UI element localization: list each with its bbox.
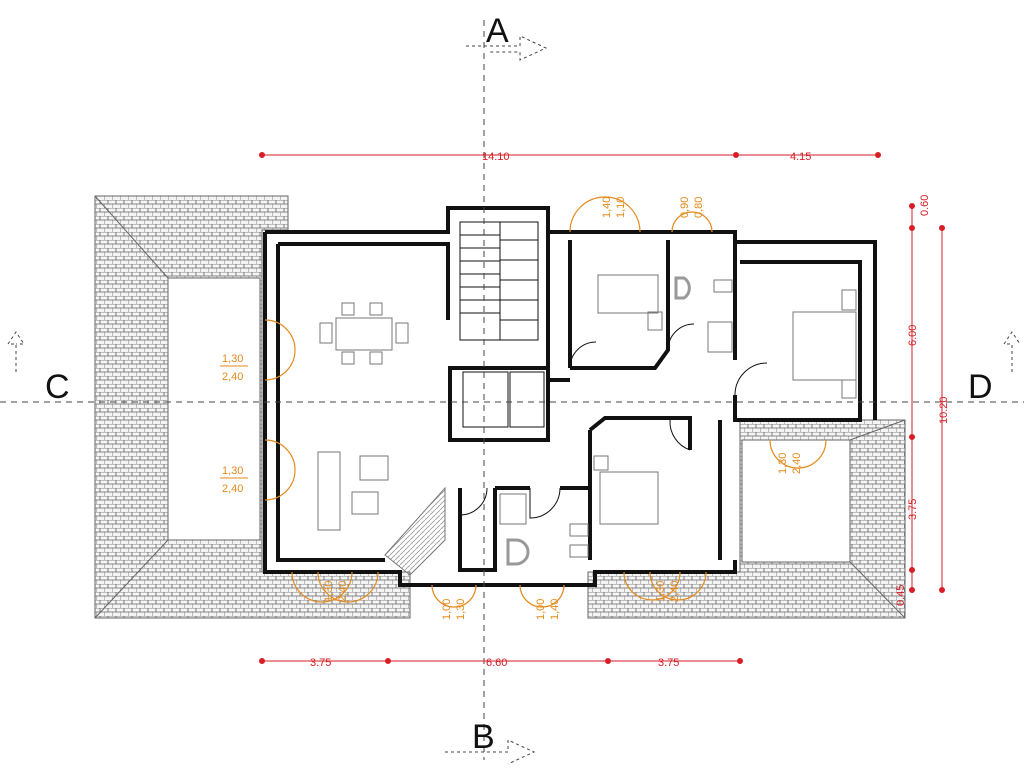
window-arcs [264, 196, 827, 608]
dim-right-0: 0.60 [919, 195, 931, 216]
opening-labels: 1,30 2,40 1,30 2,40 1,40 1,10 0,90 0,80 … [220, 197, 803, 620]
opening-right-balcony-h: 2,40 [791, 453, 803, 474]
dim-right-2: 3.75 [907, 499, 919, 520]
dim-bottom-left: 3.75 [310, 657, 331, 669]
opening-bottom-a-w: 1,30 [323, 581, 335, 602]
opening-right-balcony-w: 1,30 [777, 453, 789, 474]
dim-right-outer: 10.20 [938, 396, 950, 424]
door-swings [459, 323, 768, 519]
roof-tiles-left [94, 195, 411, 619]
dim-bottom-right: 3.75 [658, 657, 679, 669]
section-label-c: C [45, 368, 70, 406]
opening-top-b-w: 0,90 [679, 197, 691, 218]
dim-top-right: 4.15 [790, 151, 811, 163]
dim-bottom-mid: 6.60 [486, 657, 507, 669]
opening-bottom-a-h: 2,40 [337, 581, 349, 602]
section-lines [0, 20, 1024, 760]
furniture [317, 274, 857, 576]
opening-bottom-c-w: 1,00 [535, 599, 547, 620]
section-arrows [7, 35, 1021, 765]
opening-top-a-h: 1,10 [615, 197, 627, 218]
opening-bottom-d-h: 2,40 [669, 581, 681, 602]
opening-bottom-d-w: 1,30 [655, 581, 667, 602]
opening-left-upper-h: 2,40 [222, 371, 243, 383]
opening-top-b-h: 0,80 [693, 197, 705, 218]
dim-right-1: 6.00 [907, 325, 919, 346]
section-label-b: B [472, 718, 495, 756]
walls [263, 206, 877, 587]
staircase [459, 221, 545, 428]
opening-bottom-b-w: 1,00 [441, 599, 453, 620]
dim-top-total: 14.10 [482, 151, 510, 163]
dimension-lines [259, 152, 945, 664]
opening-bottom-b-h: 1,30 [455, 599, 467, 620]
opening-left-lower-h: 2,40 [222, 483, 243, 495]
section-label-a: A [486, 12, 509, 50]
opening-left-upper-w: 1,30 [222, 353, 243, 365]
opening-top-a-w: 1,40 [601, 197, 613, 218]
dim-right-3: 0.45 [895, 585, 907, 606]
opening-left-lower-w: 1,30 [222, 465, 243, 477]
roof-tiles-right [587, 419, 906, 619]
opening-bottom-c-h: 1,40 [549, 599, 561, 620]
section-label-d: D [968, 368, 993, 406]
